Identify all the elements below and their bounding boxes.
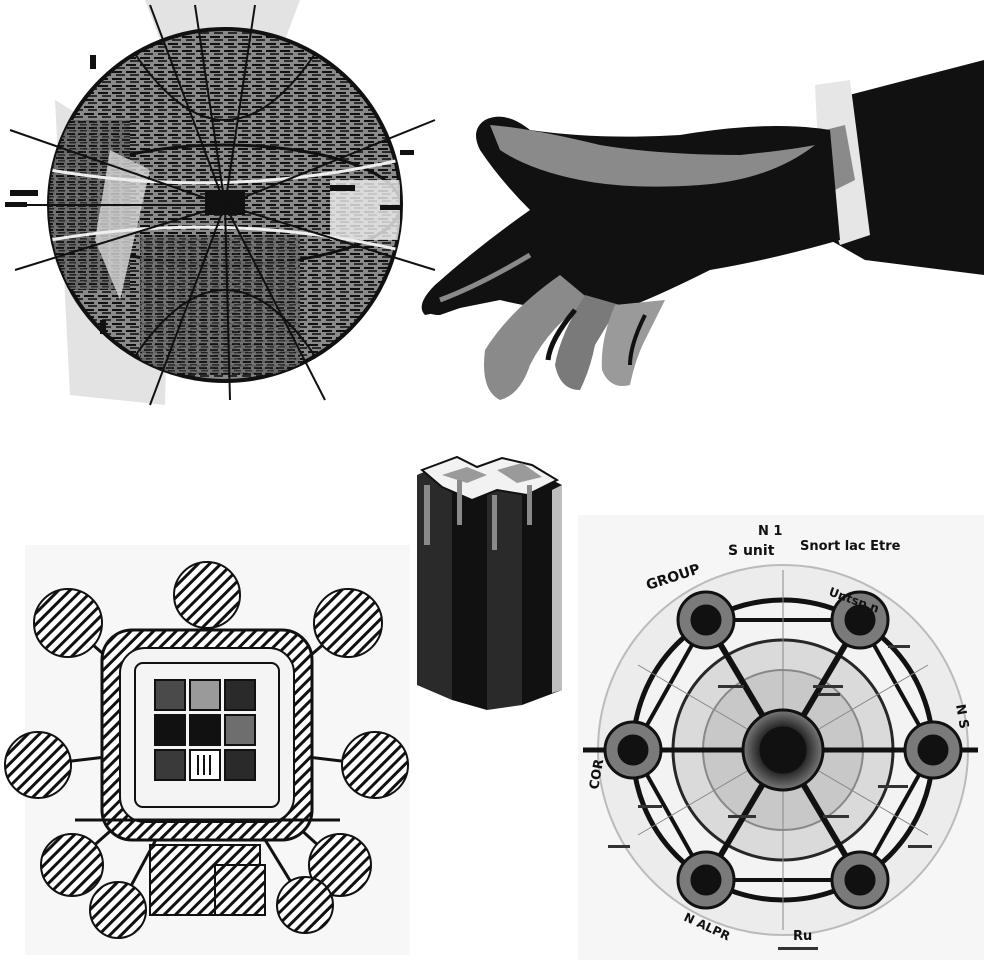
label-n-top: N 1 bbox=[758, 524, 782, 539]
label-bottom-mid: Ru bbox=[793, 929, 812, 944]
label-short-title: Snort lac Etre bbox=[800, 539, 901, 554]
cross-section-column-illustration bbox=[412, 455, 567, 715]
city-sphere-illustration bbox=[0, 0, 440, 410]
radial-city-plan-illustration bbox=[0, 545, 415, 955]
pointing-hand-illustration bbox=[410, 60, 984, 410]
label-s-unit: S unit bbox=[728, 543, 775, 559]
garden-city-diagram-illustration: GROUP S unit N 1 Snort lac Etre Untsp n … bbox=[578, 515, 984, 960]
